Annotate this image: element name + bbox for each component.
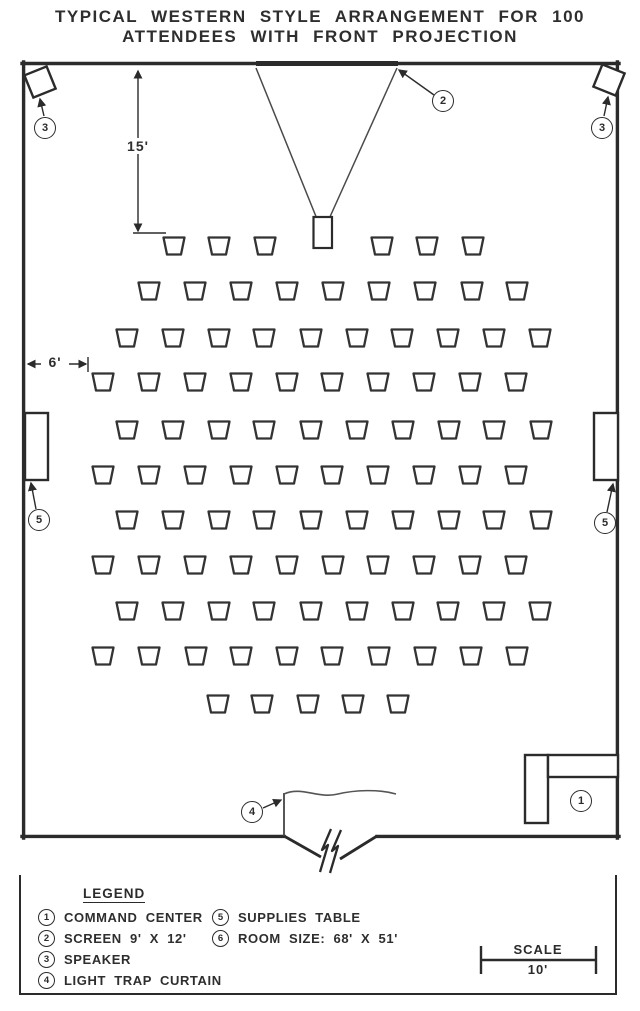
legend-item-5: 5 SUPPLIES TABLE	[212, 907, 398, 928]
drawing-title-line2: ATTENDEES WITH FRONT PROJECTION	[122, 27, 518, 46]
legend-item-label: LIGHT TRAP CURTAIN	[64, 973, 222, 988]
scale-bar-value: 10'	[527, 962, 549, 977]
legend-box	[19, 875, 617, 995]
legend-item-label: SUPPLIES TABLE	[238, 910, 361, 925]
callout-circle-supplies-table-left: 5	[28, 509, 50, 531]
fixtures	[22, 62, 627, 825]
callout-circle-command-center: 1	[570, 790, 592, 812]
legend-column-right: 5 SUPPLIES TABLE 6 ROOM SIZE: 68' X 51'	[212, 907, 398, 949]
projection-beam-lines	[255, 67, 398, 220]
legend-item-label: COMMAND CENTER	[64, 910, 203, 925]
light-trap-curtain-symbol	[283, 789, 397, 836]
callout-circle-speaker-left: 3	[34, 117, 56, 139]
legend-column-left: 1 COMMAND CENTER 2 SCREEN 9' X 12' 3 SPEAKER 4…	[38, 907, 222, 991]
chair-symbols	[91, 236, 553, 714]
legend-item-1: 1 COMMAND CENTER	[38, 907, 222, 928]
legend-callout-number-icon: 4	[38, 972, 55, 989]
drawing-title: TYPICAL WESTERN STYLE ARRANGEMENT FOR 10…	[0, 7, 640, 47]
legend-item-4: 4 LIGHT TRAP CURTAIN	[38, 970, 222, 991]
dimension-label-side-aisle: 6'	[41, 354, 69, 370]
dimension-lines	[26, 69, 166, 372]
legend-item-6: 6 ROOM SIZE: 68' X 51'	[212, 928, 398, 949]
callout-leader-lines	[27, 69, 616, 809]
legend-item-label: SPEAKER	[64, 952, 132, 967]
callout-circle-speaker-right: 3	[591, 117, 613, 139]
legend-title: LEGEND	[83, 886, 146, 903]
callout-circle-supplies-table-right: 5	[594, 512, 616, 534]
legend-callout-number-icon: 3	[38, 951, 55, 968]
scale-bar	[479, 946, 598, 974]
legend-callout-number-icon: 1	[38, 909, 55, 926]
legend-item-3: 3 SPEAKER	[38, 949, 222, 970]
callout-circle-light-trap-curtain: 4	[241, 801, 263, 823]
legend-item-label: ROOM SIZE: 68' X 51'	[238, 931, 398, 946]
legend-callout-number-icon: 6	[212, 930, 229, 947]
entrance-break	[283, 828, 378, 874]
drawing-title-line1: TYPICAL WESTERN STYLE ARRANGEMENT FOR 10…	[54, 7, 586, 26]
legend-item-label: SCREEN 9' X 12'	[64, 931, 187, 946]
legend-callout-number-icon: 2	[38, 930, 55, 947]
room-walls	[20, 60, 621, 840]
legend-callout-number-icon: 5	[212, 909, 229, 926]
callout-circle-screen: 2	[432, 90, 454, 112]
dimension-label-screen-to-front-row: 15'	[120, 138, 156, 154]
legend-item-2: 2 SCREEN 9' X 12'	[38, 928, 222, 949]
scale-bar-label: SCALE	[513, 942, 563, 957]
